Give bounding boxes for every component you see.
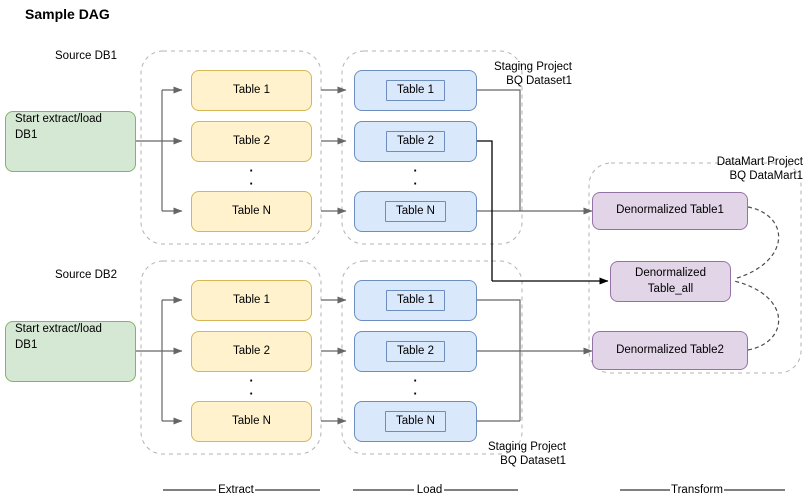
load-bottom-table-1-label: Table 1: [396, 293, 435, 306]
load-top-table-n-inner: Table N: [385, 200, 446, 223]
load-top-table-2-label: Table 2: [396, 134, 435, 147]
load-top-table-n-label: Table N: [396, 204, 435, 217]
label-datamart-line1: DataMart Project: [716, 156, 803, 168]
edge-top-t2-out: [477, 140, 493, 281]
extract-top-table-1-label: Table 1: [232, 83, 271, 96]
container-staging-bottom: [341, 260, 523, 455]
phase-transform-label: Transform: [671, 484, 723, 496]
start-node-db2[interactable]: Start extract/load DB1: [5, 321, 136, 382]
load-bottom-table-n-inner: Table N: [385, 410, 446, 433]
load-bottom-table-2[interactable]: Table 2: [354, 331, 477, 372]
load-bottom-table-n[interactable]: Table N: [354, 401, 477, 442]
start-node-db2-line2: DB1: [15, 338, 38, 351]
load-top-table-n[interactable]: Table N: [354, 191, 477, 232]
extract-bottom-table-1[interactable]: Table 1: [191, 280, 312, 321]
phase-extract-label: Extract: [218, 484, 254, 496]
extract-top-ellipsis-1: ·: [249, 163, 254, 178]
container-source-db1: [140, 50, 322, 245]
denormalized-table-all-line1: Denormalized: [635, 266, 706, 279]
start-node-db1-line2: DB1: [15, 128, 38, 141]
start-node-db1-line1: Start extract/load: [15, 113, 102, 125]
load-top-ellipsis-2: ·: [413, 176, 418, 191]
label-source-db2: Source DB2: [55, 269, 118, 281]
denormalized-table-all[interactable]: Denormalized Table_all: [610, 261, 731, 302]
extract-top-table-1[interactable]: Table 1: [191, 70, 312, 111]
load-bottom-table-1-inner: Table 1: [385, 289, 446, 312]
start-node-db2-line1: Start extract/load: [15, 323, 102, 335]
load-bottom-table-n-label: Table N: [396, 414, 435, 427]
load-bottom-table-1[interactable]: Table 1: [354, 280, 477, 321]
extract-top-table-2-label: Table 2: [232, 134, 271, 147]
load-top-table-2-inner: Table 2: [385, 130, 446, 153]
load-top-ellipsis-1: ·: [413, 163, 418, 178]
label-source-db1: Source DB1: [55, 50, 118, 62]
extract-bottom-ellipsis-2: ·: [249, 386, 254, 401]
extract-top-table-n-label: Table N: [232, 204, 271, 217]
extract-top-table-2[interactable]: Table 2: [191, 121, 312, 162]
extract-bottom-table-n[interactable]: Table N: [191, 401, 312, 442]
load-top-table-1[interactable]: Table 1: [354, 70, 477, 111]
load-bottom-ellipsis-1: ·: [413, 373, 418, 388]
container-datamart: [588, 162, 802, 374]
edge-table2-to-all: [733, 280, 780, 351]
label-staging-top-line1: Staging Project: [494, 61, 572, 73]
load-bottom-ellipsis-2: ·: [413, 386, 418, 401]
load-bottom-table-2-label: Table 2: [396, 344, 435, 357]
denormalized-table1[interactable]: Denormalized Table1: [592, 192, 748, 230]
label-staging-top-line2: BQ Dataset1: [506, 75, 572, 87]
phase-load-label: Load: [416, 484, 443, 496]
extract-bottom-table-2[interactable]: Table 2: [191, 331, 312, 372]
extract-bottom-table-n-label: Table N: [232, 414, 271, 427]
denormalized-table2[interactable]: Denormalized Table2: [592, 331, 748, 370]
page-title: Sample DAG: [25, 6, 110, 22]
label-datamart-line2: BQ DataMart1: [729, 170, 804, 182]
denormalized-table2-label: Denormalized Table2: [616, 343, 724, 356]
extract-bottom-ellipsis-1: ·: [249, 373, 254, 388]
extract-top-ellipsis-2: ·: [249, 176, 254, 191]
container-source-db2: [140, 260, 322, 455]
load-top-table-1-label: Table 1: [396, 83, 435, 96]
start-node-db1[interactable]: Start extract/load DB1: [5, 111, 136, 172]
denormalized-table-all-line2: Table_all: [647, 282, 694, 295]
extract-bottom-table-1-label: Table 1: [232, 293, 271, 306]
load-bottom-table-2-inner: Table 2: [385, 340, 446, 363]
label-staging-bottom-line1: Staging Project: [488, 441, 566, 453]
extract-bottom-table-2-label: Table 2: [232, 344, 271, 357]
denormalized-table1-label: Denormalized Table1: [616, 204, 724, 217]
load-top-table-2[interactable]: Table 2: [354, 121, 477, 162]
edge-table1-to-all: [733, 206, 780, 280]
label-staging-bottom-line2: BQ Dataset1: [500, 455, 566, 467]
extract-top-table-n[interactable]: Table N: [191, 191, 312, 232]
edge-bot-t1-out: [477, 299, 521, 421]
load-top-table-1-inner: Table 1: [385, 79, 446, 102]
container-staging-top: [341, 50, 523, 245]
edge-top-t1-out: [477, 89, 521, 211]
